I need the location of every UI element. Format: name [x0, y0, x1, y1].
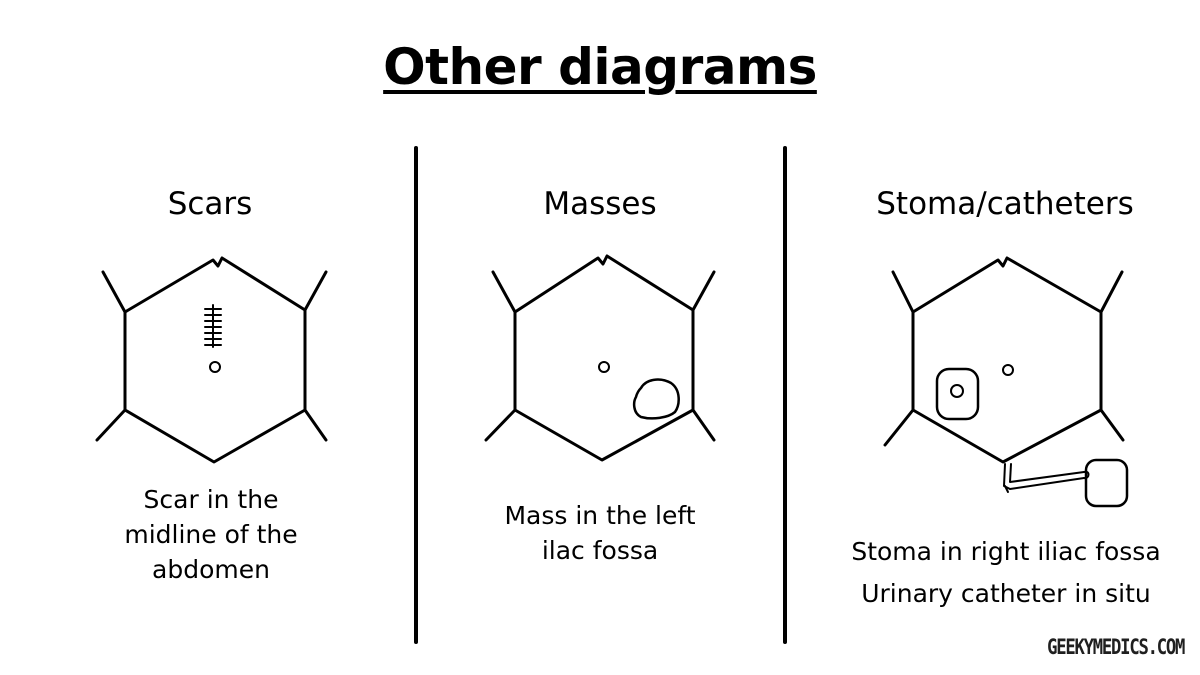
umbilicus-icon	[598, 361, 610, 373]
mass-icon	[632, 378, 680, 420]
midline-scar-icon	[204, 304, 222, 348]
masses-heading: Masses	[543, 186, 657, 222]
stoma-icon	[950, 384, 964, 398]
scars-abdomen-outline	[95, 256, 328, 464]
scars-caption: Scar in the midline of the abdomen	[21, 482, 401, 587]
caption-line: midline of the	[124, 520, 298, 549]
stoma-heading: Stoma/catheters	[876, 186, 1134, 222]
stoma-caption: Stoma in right iliac fossa Urinary cathe…	[796, 531, 1200, 615]
stoma-bag-icon	[935, 367, 980, 421]
site-watermark: GEEKYMEDICS.COM	[1046, 635, 1185, 659]
caption-line: Mass in the left	[504, 501, 696, 530]
caption-line: ilac fossa	[541, 536, 659, 565]
caption-line: Stoma in right iliac fossa	[851, 537, 1161, 566]
urinary-catheter-icon	[1003, 458, 1129, 508]
caption-line: Scar in the	[143, 485, 279, 514]
caption-line: Urinary catheter in situ	[861, 579, 1151, 608]
panel-divider-left	[414, 146, 418, 644]
page-title: Other diagrams	[383, 38, 817, 96]
scars-heading: Scars	[167, 186, 253, 222]
masses-caption: Mass in the left ilac fossa	[410, 498, 790, 568]
caption-line: abdomen	[152, 555, 270, 584]
umbilicus-icon	[209, 361, 221, 373]
masses-abdomen-outline	[484, 254, 716, 462]
stoma-abdomen-outline	[883, 256, 1125, 464]
umbilicus-icon	[1002, 364, 1014, 376]
panel-divider-right	[783, 146, 787, 644]
